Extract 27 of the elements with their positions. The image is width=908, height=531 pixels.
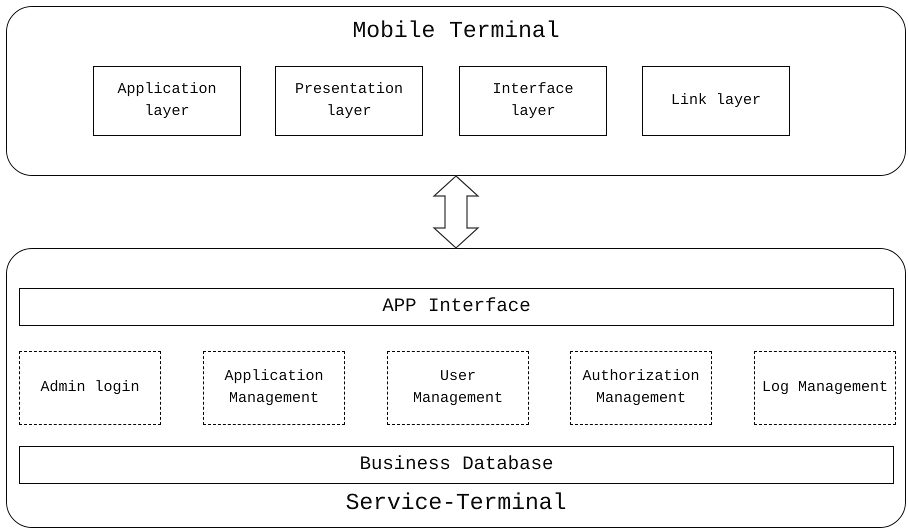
layer-box (275, 66, 423, 136)
box-label: Admin login (39, 378, 141, 398)
layer-box (93, 66, 241, 136)
box-label: Presentation layer (294, 80, 404, 122)
box-label: APP Interface (381, 294, 532, 320)
terminal-container (6, 6, 906, 176)
terminal-container (6, 248, 906, 528)
module-box (387, 351, 529, 425)
layer-box (19, 288, 894, 326)
box-label: Application Management (223, 367, 325, 409)
box-label: Log Management (760, 378, 890, 398)
module-box (19, 351, 161, 425)
box-label: Link layer (670, 91, 762, 112)
box-label: Authorization Management (581, 367, 701, 409)
box-label: User Management (412, 367, 504, 409)
module-box (570, 351, 712, 425)
layer-box (642, 66, 790, 136)
double-arrow (432, 175, 480, 249)
box-label: Application layer (116, 80, 218, 122)
layer-box (19, 446, 894, 484)
box-label: Interface layer (491, 80, 574, 122)
container-heading: Service-Terminal (344, 489, 568, 517)
layer-box (459, 66, 607, 136)
box-label: Business Database (358, 452, 554, 478)
module-box (754, 351, 896, 425)
module-box (203, 351, 345, 425)
container-heading: Mobile Terminal (351, 17, 561, 45)
